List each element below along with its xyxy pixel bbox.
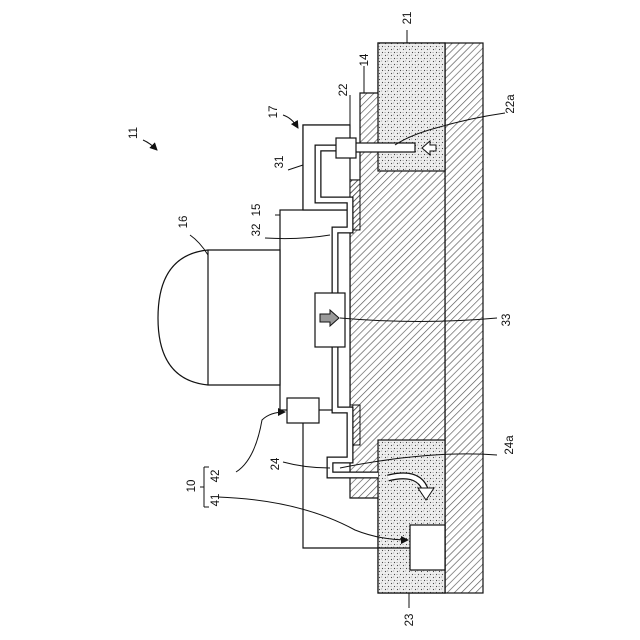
label-22: 22 xyxy=(338,84,350,97)
label-33: 33 xyxy=(501,314,513,327)
label-14: 14 xyxy=(359,53,371,66)
label-42: 42 xyxy=(210,470,222,483)
label-31: 31 xyxy=(274,156,286,169)
label-24: 24 xyxy=(270,457,282,470)
component-42 xyxy=(287,398,319,423)
label-22a: 22a xyxy=(505,94,517,114)
label-15: 15 xyxy=(251,204,263,217)
label-32: 32 xyxy=(251,224,263,237)
label-11: 11 xyxy=(128,127,140,139)
leader-11-arrow xyxy=(143,140,157,150)
leader-17-arrow xyxy=(283,115,298,128)
label-16: 16 xyxy=(178,216,190,229)
label-24a: 24a xyxy=(504,435,516,455)
label-23: 23 xyxy=(404,614,416,627)
component-22 xyxy=(336,138,356,158)
leader-24 xyxy=(283,462,330,468)
sensor-41 xyxy=(410,525,445,570)
base-substrate xyxy=(445,43,483,593)
stem-22a xyxy=(355,143,415,152)
label-21: 21 xyxy=(402,12,414,25)
label-17: 17 xyxy=(268,106,280,119)
leader-31 xyxy=(288,165,303,170)
label-10: 10 xyxy=(186,480,198,493)
label-41: 41 xyxy=(210,494,222,507)
bracket-10 xyxy=(204,467,209,507)
dome-16 xyxy=(158,250,280,385)
